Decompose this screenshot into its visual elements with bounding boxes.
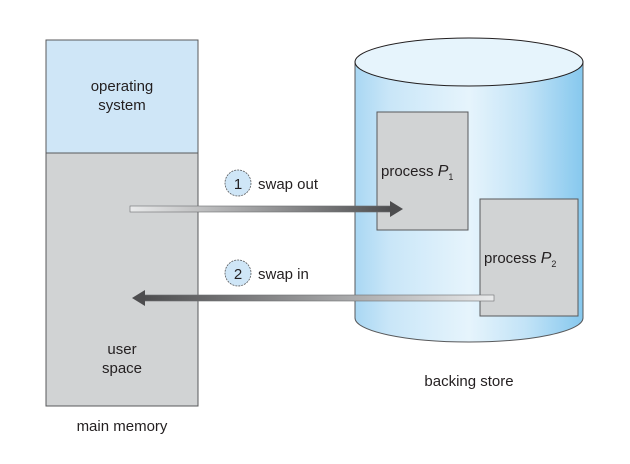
os-label-line1: operating <box>91 78 154 95</box>
backing-store-caption: backing store <box>424 373 513 390</box>
process-p1-label: process P1 <box>381 163 453 182</box>
step-2-number: 2 <box>234 266 242 283</box>
user-space-region <box>45 152 199 407</box>
main-memory: operating system user space main memory <box>45 39 199 435</box>
user-space-label-line1: user <box>107 341 136 358</box>
main-memory-caption: main memory <box>77 418 168 435</box>
step-2: 2 swap in <box>224 259 309 287</box>
cylinder-top <box>354 37 584 87</box>
swap-out-arrow <box>129 201 403 217</box>
os-region <box>45 39 199 154</box>
process-p2-box <box>479 198 579 317</box>
step-2-badge <box>224 259 252 287</box>
swap-in-arrow <box>132 290 495 306</box>
step-1-label: swap out <box>258 176 319 193</box>
backing-store: backing store process P1 process P2 <box>354 37 584 390</box>
step-1: 1 swap out <box>224 169 319 197</box>
os-label-line2: system <box>98 97 146 114</box>
process-p2-label: process P2 <box>484 250 556 269</box>
step-1-badge <box>224 169 252 197</box>
user-space-label-line2: space <box>102 360 142 377</box>
step-1-number: 1 <box>234 176 242 193</box>
step-2-label: swap in <box>258 266 309 283</box>
